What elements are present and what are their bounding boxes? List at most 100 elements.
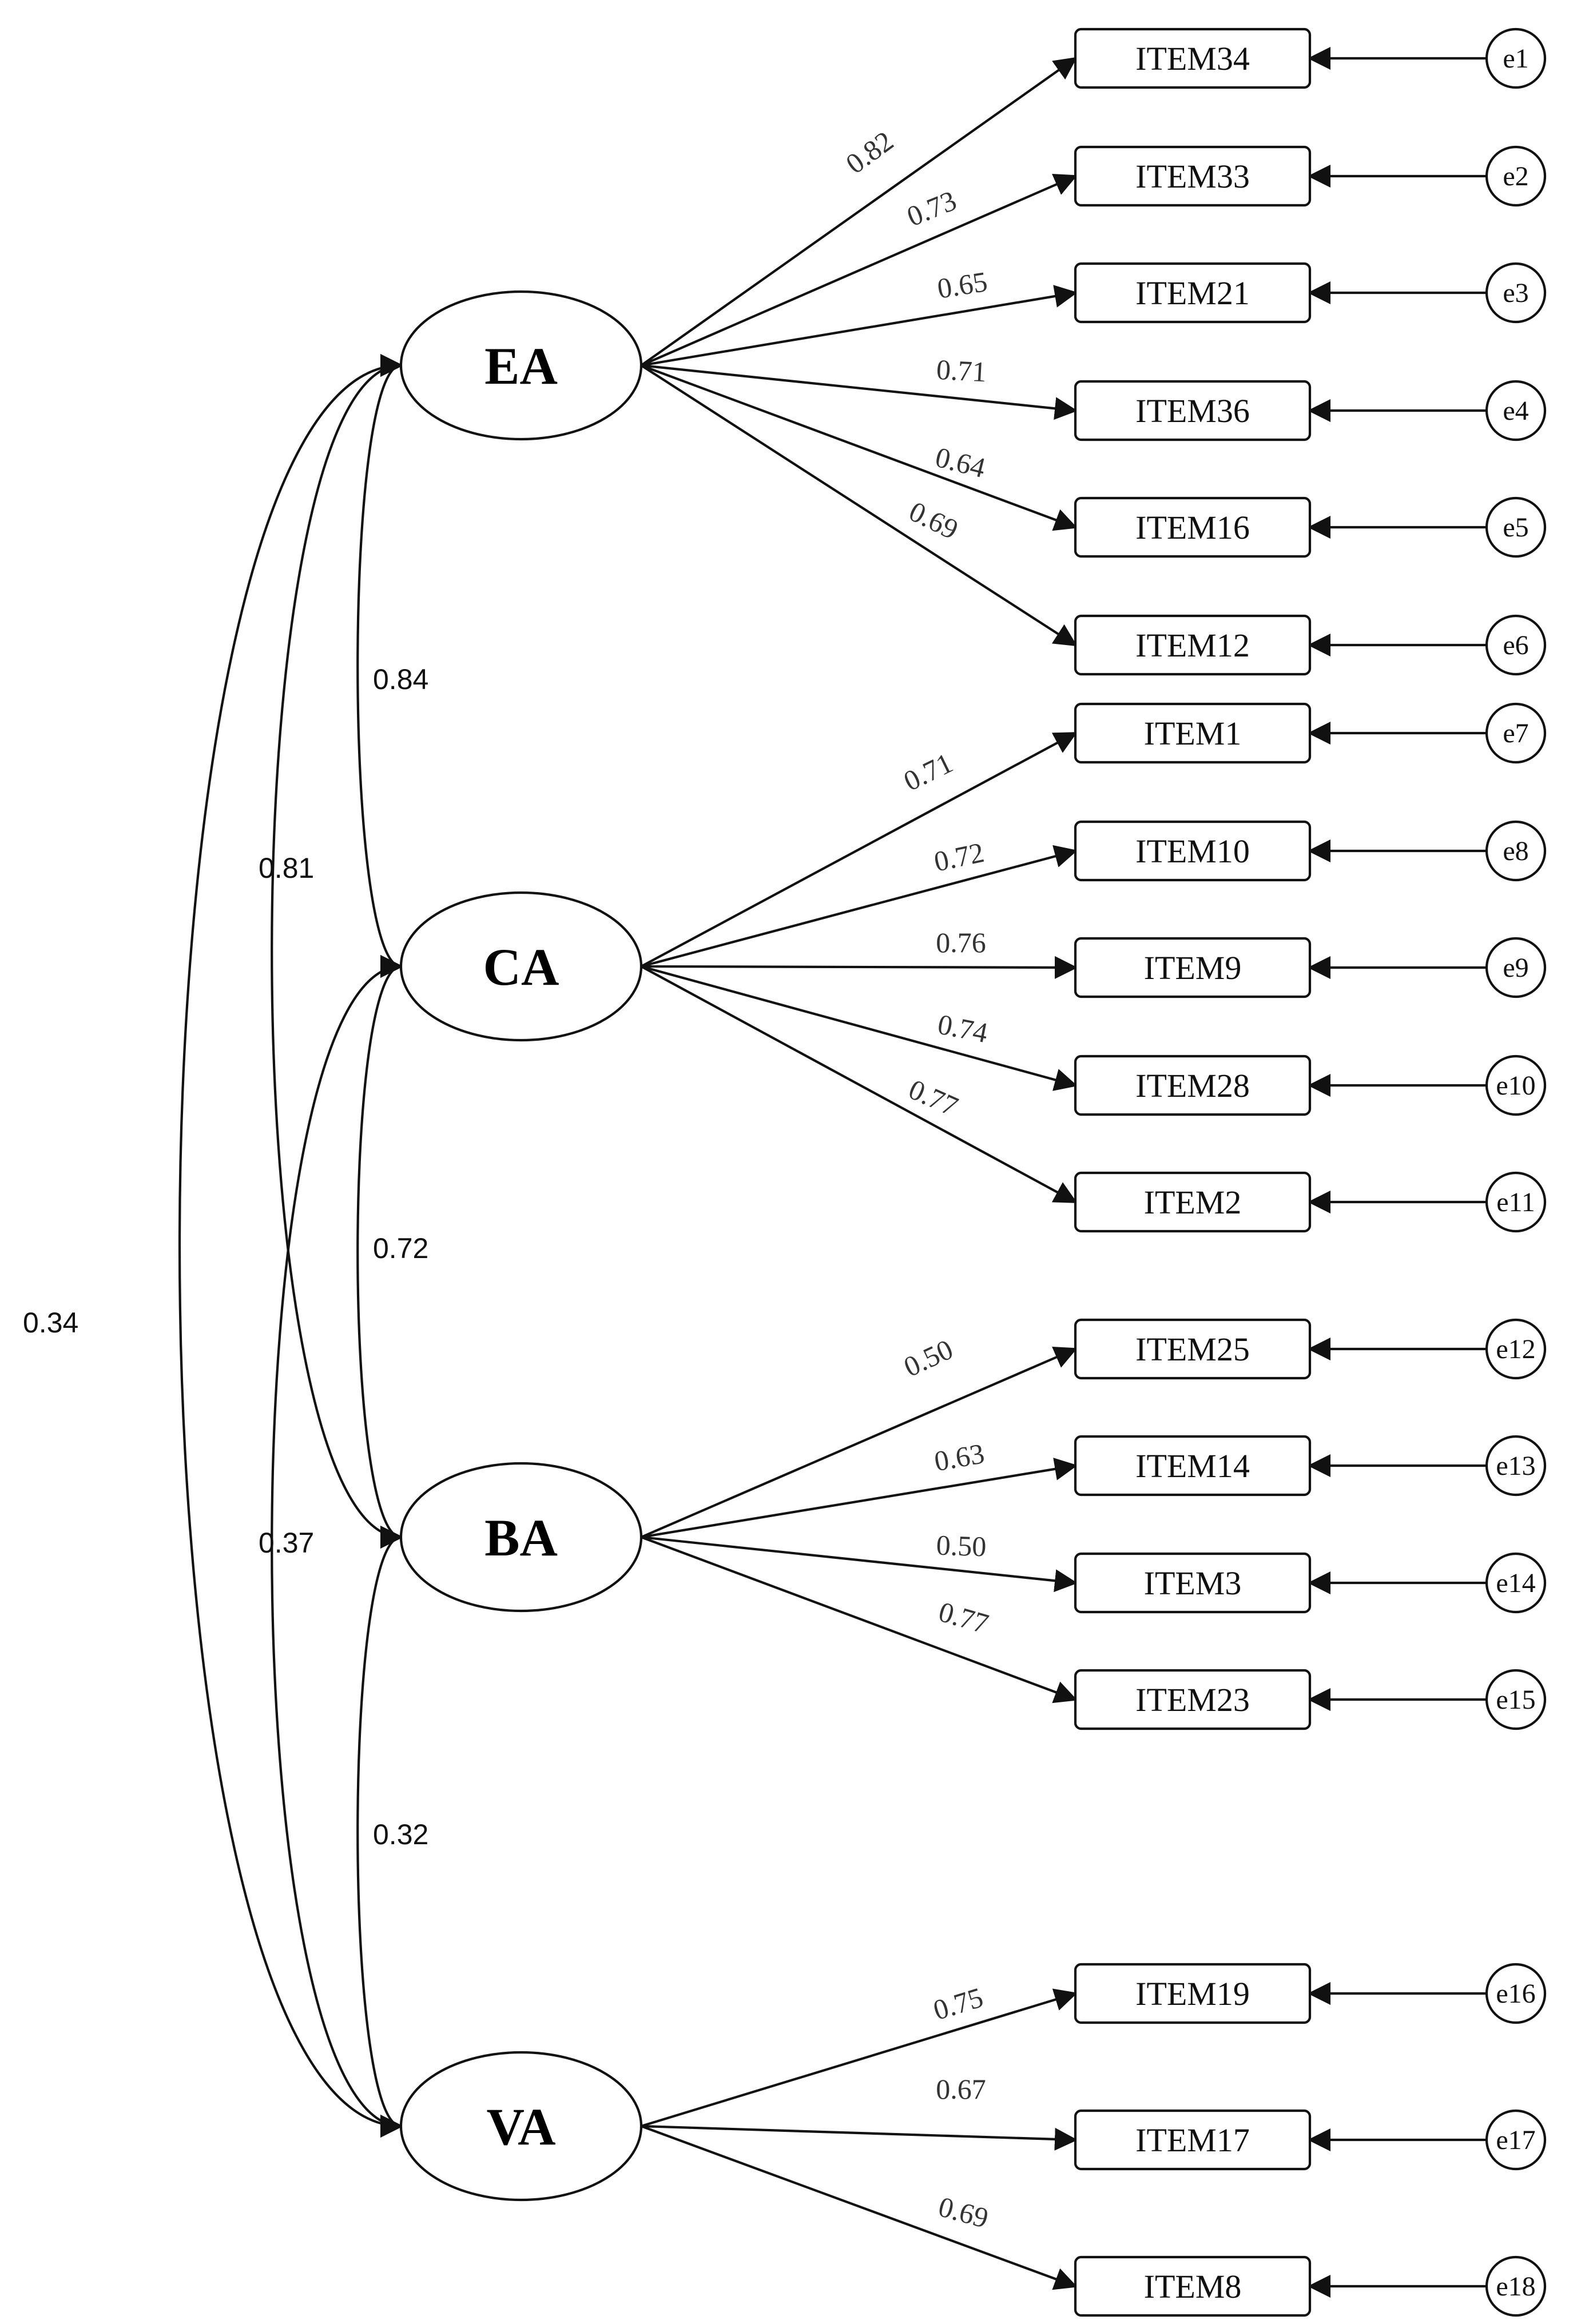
item-node-item25[interactable]: ITEM25 — [1074, 1318, 1312, 1380]
loading-label: 0.77 — [935, 1595, 992, 1640]
loading-label: 0.74 — [935, 1008, 991, 1049]
item-box — [1074, 1318, 1312, 1380]
loading-arrow — [641, 285, 1078, 367]
correlation-label-ea-va: 0.34 — [23, 1307, 78, 1339]
error-label: e1 — [1503, 43, 1528, 74]
item-node-item23[interactable]: ITEM23 — [1074, 1669, 1312, 1730]
error-label: e17 — [1496, 2125, 1535, 2155]
item-node-item21[interactable]: ITEM21 — [1074, 262, 1312, 324]
error-layer: e1e2e3e4e5e6e7e8e9e10e11e12e13e14e15e16e… — [1308, 27, 1547, 2317]
error-label: e8 — [1503, 836, 1528, 866]
item-node-item9[interactable]: ITEM9 — [1074, 937, 1312, 998]
item-node-item34[interactable]: ITEM34 — [1074, 27, 1312, 89]
item-box — [1074, 614, 1312, 676]
error-term-e8: e8 — [1485, 820, 1547, 882]
error-label: e15 — [1496, 1685, 1535, 1715]
correlation-label-ba-va: 0.32 — [373, 1818, 428, 1851]
correlation-label-ca-ba: 0.72 — [373, 1232, 428, 1264]
correlation-label-ca-va: 0.37 — [259, 1527, 314, 1559]
item-label: ITEM12 — [1135, 627, 1250, 664]
loading-label: 0.71 — [936, 353, 987, 388]
latent-ellipse — [399, 1462, 643, 1613]
latent-label: BA — [484, 1509, 558, 1567]
loading-arrow — [641, 1536, 1078, 1704]
error-term-e17: e17 — [1485, 2109, 1547, 2171]
item-node-item28[interactable]: ITEM28 — [1074, 1054, 1312, 1116]
item-node-item12[interactable]: ITEM12 — [1074, 614, 1312, 676]
loading-arrow — [641, 1346, 1078, 1538]
error-label: e12 — [1496, 1334, 1535, 1364]
error-circle — [1485, 1963, 1547, 2024]
loading-label: 0.69 — [935, 2190, 992, 2234]
error-label: e11 — [1496, 1187, 1535, 1217]
error-term-e5: e5 — [1485, 496, 1547, 558]
error-label: e9 — [1503, 953, 1528, 983]
item-node-item19[interactable]: ITEM19 — [1074, 1963, 1312, 2024]
loading-label: 0.76 — [936, 926, 986, 958]
error-term-e4: e4 — [1485, 380, 1547, 441]
error-label: e10 — [1496, 1071, 1535, 1101]
item-label: ITEM14 — [1135, 1447, 1250, 1485]
latent-factor-ea[interactable]: EA — [399, 290, 643, 441]
loading-arrow — [641, 1535, 1078, 1593]
item-box — [1074, 820, 1312, 882]
item-label: ITEM33 — [1135, 158, 1250, 195]
error-circle — [1485, 937, 1547, 998]
item-box — [1074, 1171, 1312, 1233]
item-node-item16[interactable]: ITEM16 — [1074, 496, 1312, 558]
loading-label: 0.50 — [899, 1333, 958, 1383]
error-circle — [1485, 262, 1547, 324]
item-label: ITEM21 — [1135, 274, 1250, 312]
error-term-e6: e6 — [1485, 614, 1547, 676]
error-circle — [1485, 145, 1547, 207]
error-circle — [1485, 1171, 1547, 1233]
loading-label: 0.65 — [935, 265, 990, 305]
error-circle — [1485, 1669, 1547, 1730]
correlation-arc-ea-ca — [356, 354, 403, 978]
item-node-item1[interactable]: ITEM1 — [1074, 702, 1312, 764]
latent-factor-ba[interactable]: BA — [399, 1462, 643, 1613]
item-box — [1074, 1552, 1312, 1614]
error-label: e6 — [1503, 630, 1528, 660]
item-node-item3[interactable]: ITEM3 — [1074, 1552, 1312, 1614]
item-box — [1074, 2109, 1312, 2171]
item-box — [1074, 380, 1312, 441]
item-node-item36[interactable]: ITEM36 — [1074, 380, 1312, 441]
correlation-arc-ca-ba — [356, 955, 403, 1549]
loading-arrow — [641, 174, 1078, 367]
error-term-e12: e12 — [1485, 1318, 1547, 1380]
item-node-item33[interactable]: ITEM33 — [1074, 145, 1312, 207]
error-term-e11: e11 — [1485, 1171, 1547, 1233]
loading-arrow — [640, 965, 1078, 1203]
error-label: e18 — [1496, 2271, 1535, 2302]
item-box — [1074, 937, 1312, 998]
item-node-item10[interactable]: ITEM10 — [1074, 820, 1312, 882]
item-node-item17[interactable]: ITEM17 — [1074, 2109, 1312, 2171]
error-circle — [1485, 2255, 1547, 2317]
item-label: ITEM36 — [1135, 392, 1250, 429]
item-label: ITEM28 — [1135, 1067, 1250, 1104]
error-label: e13 — [1496, 1451, 1535, 1481]
item-label: ITEM10 — [1135, 833, 1250, 870]
loading-arrow — [641, 364, 1078, 420]
latent-factor-va[interactable]: VA — [399, 2051, 643, 2202]
item-label: ITEM34 — [1135, 40, 1250, 77]
item-box — [1074, 1435, 1312, 1497]
error-circle — [1485, 614, 1547, 676]
loading-arrow — [641, 364, 1078, 531]
item-node-item14[interactable]: ITEM14 — [1074, 1435, 1312, 1497]
error-term-e2: e2 — [1485, 145, 1547, 207]
loading-arrow — [640, 57, 1078, 367]
loading-arrow — [641, 1458, 1078, 1539]
item-box — [1074, 1054, 1312, 1116]
item-node-item8[interactable]: ITEM8 — [1074, 2255, 1312, 2317]
latent-label: VA — [486, 2098, 555, 2156]
item-node-item2[interactable]: ITEM2 — [1074, 1171, 1312, 1233]
error-term-e15: e15 — [1485, 1669, 1547, 1730]
latent-factor-ca[interactable]: CA — [399, 891, 643, 1042]
error-term-e16: e16 — [1485, 1963, 1547, 2024]
correlation-arc-ea-ba — [271, 354, 403, 1549]
error-label: e4 — [1503, 396, 1528, 426]
error-term-e7: e7 — [1485, 702, 1547, 764]
loading-arrow — [641, 965, 1078, 1091]
